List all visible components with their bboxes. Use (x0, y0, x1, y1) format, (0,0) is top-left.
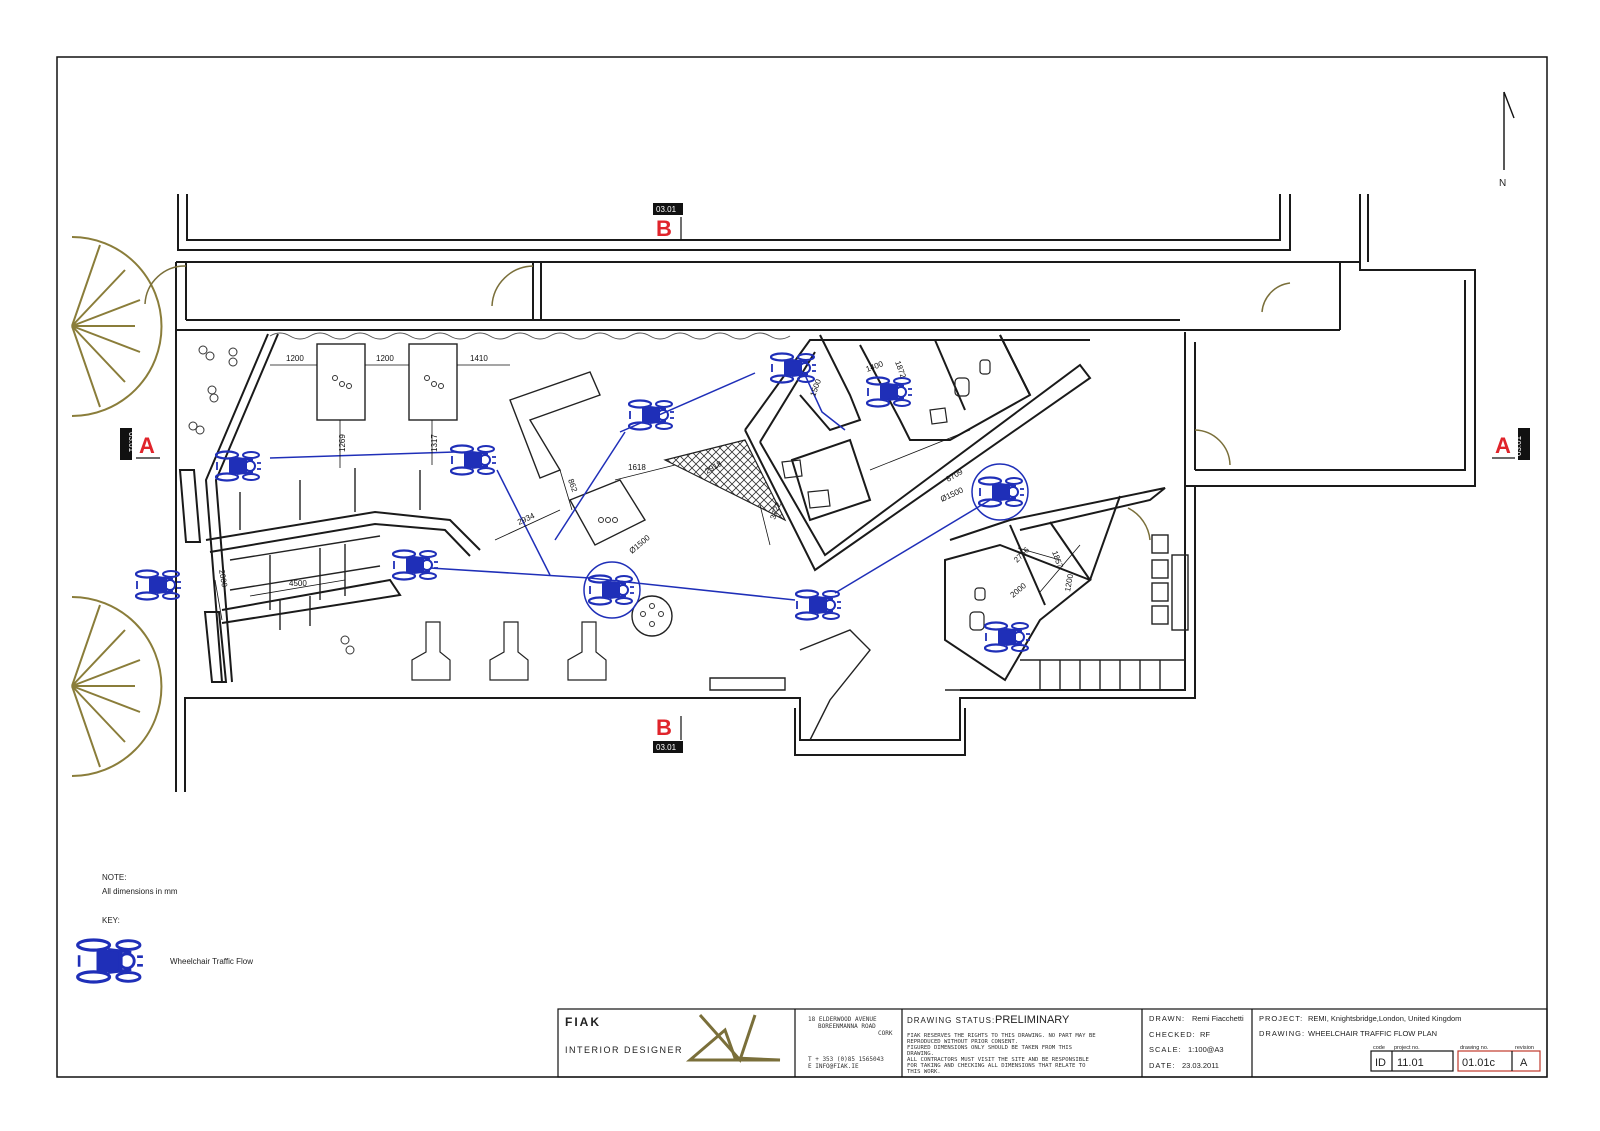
dim-label: 1857 (1050, 550, 1065, 570)
dining-tables (229, 343, 1189, 741)
dim-label: 1317 (430, 434, 439, 452)
dim-label: 8709 (945, 467, 965, 484)
north-label: N (1499, 178, 1506, 189)
north-arrow-icon (1503, 91, 1515, 170)
dim-label: 1618 (628, 463, 646, 472)
toilet-icons (781, 359, 991, 631)
dim-label: 862 (566, 478, 579, 494)
project-no-label: project no. (1394, 1045, 1420, 1051)
contact-line: E INFO@FIAK.IE (808, 1063, 859, 1070)
disclaimer-line: THIS WORK. (907, 1069, 941, 1075)
dim-label: Ø1500 (628, 533, 653, 556)
wheelchair-icon (795, 589, 843, 621)
wheelchair-icon (392, 549, 440, 581)
dim-label: 2756 (1012, 545, 1031, 564)
wheelchair-icon (450, 444, 498, 476)
disclaimer-line: FIGURED DIMENSIONS ONLY SHOULD BE TAKEN … (907, 1045, 1072, 1051)
checked-label: CHECKED: (1149, 1030, 1196, 1039)
wheelchair-icon (588, 574, 636, 606)
project-label: PROJECT: (1259, 1014, 1303, 1023)
disclaimer-line: FOR TAKING AND CHECKING ALL DIMENSIONS T… (907, 1063, 1086, 1069)
checked-value: RF (1200, 1030, 1210, 1039)
address-line: 18 ELDERWOOD AVENUE (808, 1016, 877, 1023)
disclaimer-line: DRAWING. (907, 1051, 934, 1057)
svg-text:03.01: 03.01 (127, 432, 136, 453)
date-value: 23.03.2011 (1182, 1061, 1219, 1070)
plants (188, 345, 355, 655)
company-name: FIAK (565, 1015, 601, 1029)
svg-text:A: A (139, 433, 155, 458)
revision-label: revision (1515, 1045, 1534, 1051)
glazing-line (269, 332, 791, 340)
drawing-label: DRAWING: (1259, 1029, 1305, 1038)
key-label: Wheelchair Traffic Flow (170, 957, 253, 966)
wheelchair-icon (135, 569, 183, 601)
section-marker-bottom-b: B 03.01 (653, 715, 683, 753)
kitchen-units (411, 621, 607, 681)
project-no-value: 11.01 (1397, 1057, 1424, 1069)
code-label: code (1373, 1045, 1385, 1051)
drawing-value: WHEELCHAIR TRAFFIC FLOW PLAN (1308, 1029, 1437, 1038)
table-cups (332, 375, 664, 627)
drawn-value: Remi Fiacchetti (1192, 1014, 1244, 1023)
dim-label: Ø1500 (939, 485, 965, 504)
interior-walls (178, 333, 1166, 683)
dim-label: 1269 (338, 434, 347, 452)
status-label: DRAWING STATUS: (907, 1016, 995, 1025)
tree-bottom-icon (71, 596, 163, 777)
scale-value: 1:100@A3 (1188, 1045, 1224, 1054)
hatched-zone (663, 439, 787, 522)
tree-top-icon (71, 236, 163, 417)
drawing-no-value: 01.01c (1462, 1057, 1496, 1069)
project-value: REMI, Knightsbridge,London, United Kingd… (1308, 1014, 1461, 1023)
svg-text:B: B (656, 216, 672, 241)
status-value: PRELIMINARY (995, 1014, 1070, 1026)
dim-label: 1200 (1063, 573, 1075, 593)
svg-text:03.01: 03.01 (1514, 435, 1523, 456)
svg-text:03.01: 03.01 (656, 743, 677, 752)
disclaimer-line: FIAK RESERVES THE RIGHTS TO THIS DRAWING… (907, 1033, 1096, 1039)
disclaimer-line: REPRODUCED WITHOUT PRIOR CONSENT. (907, 1039, 1018, 1045)
date-label: DATE: (1149, 1061, 1176, 1070)
company-logo-icon (685, 1014, 781, 1063)
address-line: CORK (878, 1030, 893, 1037)
company-sub: INTERIOR DESIGNER (565, 1045, 683, 1055)
key-wheelchair-icon (78, 940, 143, 982)
section-marker-right-a: A 03.01 (1492, 428, 1530, 460)
dimension-labels: 1200 1200 1410 1269 1317 1400 1872 1500 … (217, 354, 1075, 600)
section-marker-top-b: 03.01 B (653, 203, 683, 241)
wheelchair-icon (770, 352, 818, 384)
svg-text:B: B (656, 715, 672, 740)
svg-text:03.01: 03.01 (656, 205, 677, 214)
dimension-lines (214, 364, 1081, 621)
sheet-border (56, 56, 1548, 1078)
walls (175, 194, 1476, 792)
dim-label: 1200 (286, 354, 304, 363)
dim-label: 1200 (376, 354, 394, 363)
section-marker-left-a: 03.01 A (120, 428, 160, 460)
drawing-no-label: drawing no. (1460, 1045, 1489, 1051)
title-block (557, 1008, 1548, 1078)
code-value: ID (1375, 1057, 1386, 1069)
drawn-label: DRAWN: (1149, 1014, 1185, 1023)
doors (144, 265, 1291, 541)
wheelchair-icon (866, 376, 914, 408)
dim-label: 2000 (217, 569, 229, 589)
disclaimer-line: ALL CONTRACTORS MUST VISIT THE SITE AND … (907, 1057, 1089, 1063)
dim-label: 2000 (1009, 581, 1029, 600)
key-title: KEY: (102, 916, 120, 925)
note-title: NOTE: (102, 873, 126, 882)
svg-text:A: A (1495, 433, 1511, 458)
contact-line: T + 353 (0)85 1565043 (808, 1056, 884, 1063)
dim-label: 4500 (289, 579, 307, 588)
dim-label: 1872 (893, 360, 908, 380)
dim-label: 1410 (470, 354, 488, 363)
note-text: All dimensions in mm (102, 887, 178, 896)
address-line: BOREENMANNA ROAD (818, 1023, 876, 1030)
revision-value: A (1520, 1057, 1528, 1069)
scale-label: SCALE: (1149, 1045, 1182, 1054)
